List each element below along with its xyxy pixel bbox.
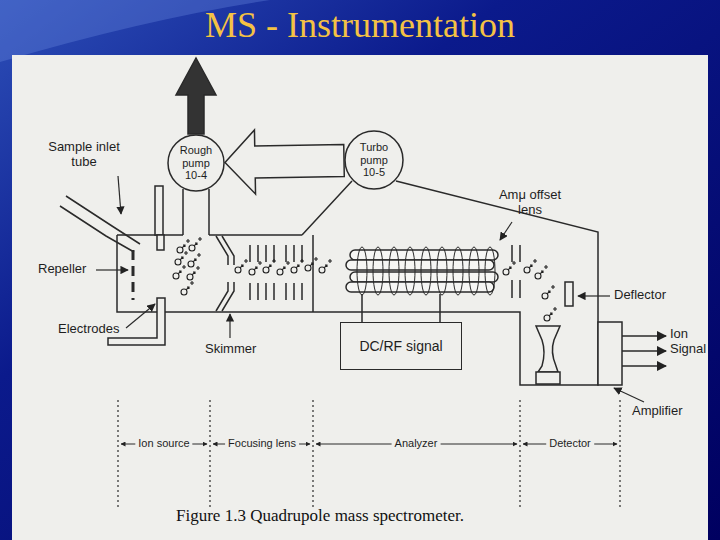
- ion-symbol: [189, 237, 202, 251]
- detector-base: [536, 372, 560, 384]
- electrode: [157, 235, 164, 250]
- leader-arrow: [614, 388, 644, 402]
- part-label: Electrodes: [58, 322, 119, 337]
- part-label: Ion Signal: [670, 327, 714, 357]
- figure-caption: Figure 1.3 Quadrupole mass spectrometer.: [176, 506, 464, 526]
- ion-symbol: [503, 261, 516, 275]
- part-label: Skimmer: [205, 342, 256, 357]
- ion-symbol: [535, 265, 548, 279]
- ion-symbol: [524, 259, 537, 273]
- ion-symbol: [277, 261, 290, 275]
- section-label: Detector: [546, 437, 594, 450]
- rf-wire: [362, 294, 440, 322]
- ion-symbol: [181, 281, 194, 295]
- ion-symbol: [188, 253, 201, 267]
- section-label: Analyzer: [392, 437, 441, 450]
- repeller-plate: [132, 250, 135, 300]
- quadrupole-rod: [350, 250, 498, 260]
- ion-group: [173, 237, 557, 321]
- leader-arrow: [500, 222, 512, 240]
- leader-arrow: [229, 314, 230, 338]
- part-label: Deflector: [614, 288, 666, 303]
- ion-symbol: [544, 307, 557, 321]
- exhaust-arrow: [176, 58, 216, 134]
- circle-shape: [168, 135, 224, 191]
- ion-symbol: [319, 259, 332, 273]
- inlet-pipe: [155, 186, 163, 235]
- ion-symbol: [291, 259, 304, 273]
- ion-symbol: [177, 239, 190, 253]
- circle-shape: [345, 131, 403, 189]
- signal-arrow: [622, 350, 666, 352]
- part-label: Amplifier: [632, 404, 683, 419]
- slide-title: MS - Instrumentation: [0, 4, 720, 46]
- offset-lens: [512, 245, 520, 298]
- section-label: Focusing lens: [225, 437, 299, 450]
- node-text: Rough pump 10-4: [174, 144, 218, 182]
- leader-arrow: [96, 269, 128, 270]
- leader-arrow: [126, 304, 155, 328]
- quadrupole-rod: [346, 282, 494, 292]
- ion-symbol: [263, 259, 276, 273]
- ion-symbol: [173, 265, 186, 279]
- section-divider: [118, 400, 620, 508]
- node-text: Turbo pump 10-5: [352, 141, 396, 179]
- ion-symbol: [249, 261, 262, 275]
- vacuum-chamber: [117, 181, 598, 385]
- leader-arrow: [578, 295, 610, 296]
- ion-symbol: [542, 285, 555, 299]
- deflector-plate: [565, 282, 573, 306]
- signal-arrow: [622, 335, 666, 337]
- pump-circle: Rough pump 10-4: [167, 134, 225, 192]
- pump-flow-arrow: [225, 130, 344, 194]
- ion-symbol: [175, 251, 188, 265]
- ion-trajectory: [357, 247, 495, 295]
- part-label: Sample inlet tube: [34, 140, 134, 170]
- node-text: DC/RF signal: [345, 338, 457, 354]
- signal-arrow: [622, 365, 666, 367]
- ion-symbol: [235, 259, 248, 273]
- part-label: Repeller: [38, 262, 86, 277]
- signal-box: DC/RF signal: [340, 322, 462, 370]
- inlet-tube: [60, 196, 140, 252]
- section-label: Ion source: [135, 437, 192, 450]
- figure-panel: [12, 55, 708, 540]
- skimmer-cone: [216, 236, 234, 311]
- quadrupole-rod: [350, 272, 498, 282]
- part-label: Amμ offset lens: [490, 188, 570, 218]
- pump-circle: Turbo pump 10-5: [344, 130, 404, 190]
- amplifier-box: [598, 322, 622, 385]
- leader-arrow: [118, 176, 121, 214]
- electron-multiplier: [536, 326, 560, 372]
- quadrupole-rod: [346, 260, 494, 270]
- ion-symbol: [187, 266, 200, 280]
- ion-symbol: [305, 257, 318, 271]
